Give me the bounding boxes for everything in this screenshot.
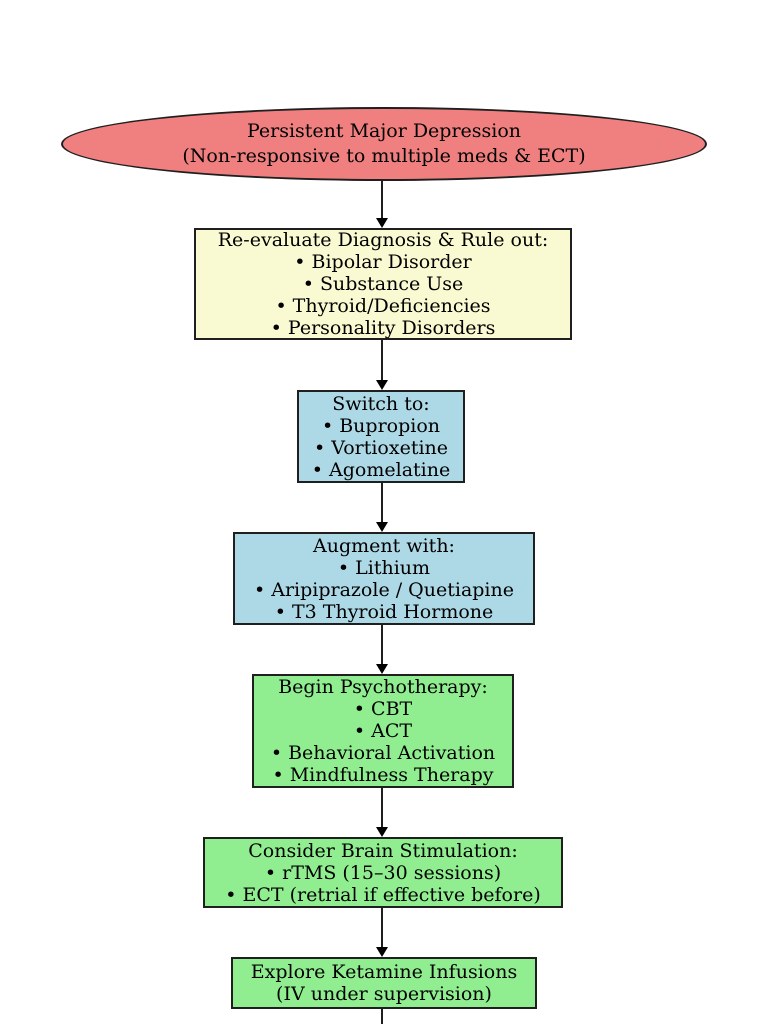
node-persistent-major-depression: Persistent Major Depression (Non-respons… xyxy=(61,107,707,181)
arrow-shaft xyxy=(381,788,383,827)
node-text-line: Persistent Major Depression xyxy=(246,120,522,142)
node-text-line: (IV under supervision) xyxy=(276,983,492,1005)
node-augment-with: Augment with: • Lithium • Aripiprazole /… xyxy=(233,532,535,625)
node-text-line: Switch to: xyxy=(332,392,430,415)
arrow-shaft xyxy=(381,340,383,380)
node-reevaluate-diagnosis: Re-evaluate Diagnosis & Rule out: • Bipo… xyxy=(194,228,572,340)
arrow-shaft xyxy=(381,625,383,664)
node-text-line: • rTMS (15–30 sessions) xyxy=(264,861,502,884)
node-text-line: Re-evaluate Diagnosis & Rule out: xyxy=(217,229,549,251)
node-text-line: • Lithium xyxy=(337,556,431,579)
arrowhead-down-icon xyxy=(376,664,388,674)
arrow-shaft xyxy=(381,483,383,522)
node-text-line: • T3 Thyroid Hormone xyxy=(274,600,494,623)
node-text-line: • Bupropion xyxy=(321,414,441,437)
node-text-line: • Bipolar Disorder xyxy=(294,251,472,273)
node-text-line: Consider Brain Stimulation: xyxy=(248,839,518,862)
node-text-line: • Personality Disorders xyxy=(270,317,496,339)
node-begin-psychotherapy: Begin Psychotherapy: • CBT • ACT • Behav… xyxy=(252,674,514,788)
node-text-line: Explore Ketamine Infusions xyxy=(250,961,518,983)
arrowhead-down-icon xyxy=(376,827,388,837)
arrowhead-down-icon xyxy=(376,380,388,390)
node-text-line: Begin Psychotherapy: xyxy=(278,676,488,698)
arrow-psychotherapy-to-stimulation xyxy=(376,788,388,837)
node-text-line: • ACT xyxy=(353,720,413,742)
node-text-line: • Behavioral Activation xyxy=(270,742,496,764)
node-text-line: • Thyroid/Deficiencies xyxy=(275,295,491,317)
arrowhead-down-icon xyxy=(376,947,388,957)
node-text-line: • Aripiprazole / Quetiapine xyxy=(253,578,514,601)
arrowhead-down-icon xyxy=(376,218,388,228)
arrow-shaft xyxy=(381,1009,383,1024)
node-explore-ketamine-infusions: Explore Ketamine Infusions (IV under sup… xyxy=(231,957,537,1009)
arrow-switch-to-augment xyxy=(376,483,388,532)
arrow-shaft xyxy=(381,908,383,947)
node-text-line: • Vortioxetine xyxy=(313,436,449,459)
node-text-line: (Non-responsive to multiple meds & ECT) xyxy=(182,145,586,167)
node-text-line: • CBT xyxy=(353,698,413,720)
arrow-shaft xyxy=(381,181,383,218)
node-text-line: • Substance Use xyxy=(302,273,464,295)
node-text-line: • Agomelatine xyxy=(311,458,451,481)
arrowhead-down-icon xyxy=(376,522,388,532)
node-text-line: • ECT (retrial if effective before) xyxy=(225,883,541,906)
node-switch-to: Switch to: • Bupropion • Vortioxetine • … xyxy=(297,390,465,483)
arrow-stimulation-to-ketamine xyxy=(376,908,388,957)
arrow-reevaluate-to-switch xyxy=(376,340,388,390)
arrow-ketamine-to-offscreen xyxy=(376,1009,388,1024)
node-text-line: • Mindfulness Therapy xyxy=(272,764,494,786)
node-consider-brain-stimulation: Consider Brain Stimulation: • rTMS (15–3… xyxy=(203,837,563,908)
arrow-augment-to-psychotherapy xyxy=(376,625,388,674)
arrow-start-to-reevaluate xyxy=(376,181,388,228)
node-text-line: Augment with: xyxy=(313,534,455,557)
